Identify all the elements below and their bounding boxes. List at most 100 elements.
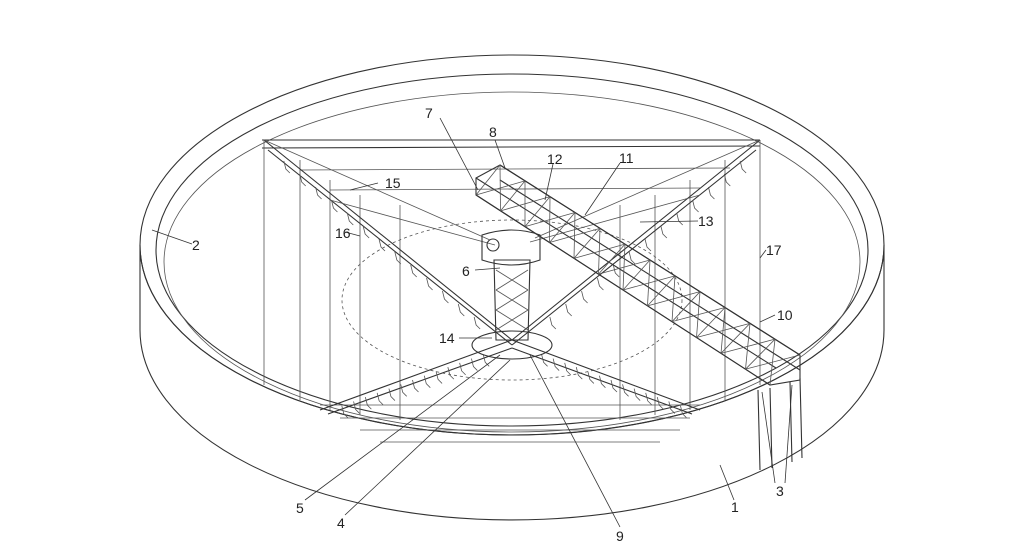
rake-tooth	[378, 238, 386, 252]
truss-member	[745, 323, 751, 370]
rake-tooth	[394, 251, 402, 265]
truss-member	[671, 291, 701, 322]
truss-member	[524, 196, 551, 227]
rake-tooth	[362, 225, 370, 239]
rake-tooth	[549, 316, 557, 330]
label-4: 4	[337, 515, 345, 531]
truss-member	[769, 339, 776, 386]
rake-tooth	[628, 251, 636, 265]
rake-tooth	[676, 212, 683, 226]
rake-tooth	[644, 238, 652, 252]
rake-tooth	[412, 379, 419, 393]
truss-member	[598, 243, 626, 275]
rake-tooth	[364, 397, 372, 410]
tank-inner-wall	[163, 91, 861, 433]
rake-tooth	[633, 388, 641, 401]
truss-member	[745, 338, 776, 370]
rake-tooth	[447, 367, 455, 380]
rake-tooth	[459, 362, 466, 376]
label-15: 15	[385, 175, 401, 191]
rake-tooth	[692, 199, 699, 213]
part-labels: 1 2 3 4 5 6 7 8 9 10 11 12 13 14 15 16 1…	[192, 105, 793, 544]
tank-wall	[139, 54, 885, 521]
rake-tooth	[552, 358, 560, 371]
rake-tooth	[723, 173, 731, 187]
truss-member	[622, 244, 626, 291]
rake-tooth	[388, 388, 396, 401]
label-16: 16	[335, 225, 351, 241]
truss-bridge	[475, 164, 801, 386]
rake-tooth	[482, 354, 490, 367]
rake-tooth	[473, 316, 481, 330]
rake-tooth	[708, 186, 715, 200]
label-17: 17	[766, 242, 782, 258]
rake-tooth	[400, 384, 407, 397]
rake-tooth	[645, 392, 652, 406]
truss-member	[720, 323, 751, 354]
label-3: 3	[776, 483, 784, 499]
label-8: 8	[489, 124, 497, 140]
truss-member	[499, 164, 501, 211]
truss-member	[500, 180, 526, 212]
rake-tooth	[575, 367, 583, 380]
rake-tooth	[283, 160, 291, 174]
truss-member	[720, 307, 726, 354]
central-column	[471, 229, 553, 360]
rake-tooth	[376, 392, 384, 406]
rake-tooth	[599, 375, 606, 388]
tank-floor-line	[341, 219, 683, 381]
rake-tooth	[680, 405, 687, 418]
truss-member	[696, 307, 726, 338]
leader-lines	[151, 117, 793, 528]
rake-tooth	[423, 375, 431, 388]
label-11: 11	[619, 150, 634, 166]
rake-tooth	[426, 277, 433, 291]
rake-tooth	[610, 379, 618, 393]
rake-tooth	[581, 290, 588, 304]
truss-member	[622, 259, 651, 291]
label-6: 6	[462, 263, 470, 279]
tank-rim-inner	[155, 73, 869, 427]
rake-tooth	[656, 397, 664, 410]
rake-tooth	[341, 405, 349, 418]
label-14: 14	[439, 330, 455, 346]
rake-tooth	[564, 362, 571, 376]
rake-tooth	[353, 401, 360, 414]
truss-member	[573, 228, 601, 259]
rake-tooth	[739, 160, 747, 174]
label-12: 12	[547, 151, 563, 167]
rake-tooth	[457, 303, 465, 317]
truss-member	[549, 196, 551, 243]
rake-tooth	[541, 354, 548, 367]
truss-member	[671, 275, 676, 322]
truss-member	[549, 212, 576, 243]
truss-member	[647, 275, 676, 307]
rake-teeth	[283, 160, 747, 418]
truss-member	[598, 228, 601, 275]
rake-tooth	[660, 225, 668, 239]
rake-tooth	[442, 290, 449, 304]
bridge-frame	[261, 139, 761, 443]
rake-tooth	[612, 264, 620, 278]
label-2: 2	[192, 237, 200, 253]
label-7: 7	[425, 105, 433, 121]
rake-arms	[263, 139, 761, 415]
truss-member	[696, 291, 701, 338]
rake-tooth	[622, 384, 629, 397]
tank-outer-side	[139, 244, 885, 521]
rake-tooth	[331, 199, 338, 213]
label-5: 5	[296, 500, 304, 516]
truss-member	[573, 212, 576, 259]
label-9: 9	[616, 528, 624, 544]
rake-tooth	[565, 303, 572, 317]
rake-tooth	[471, 358, 478, 371]
truss-member	[647, 259, 651, 306]
label-13: 13	[698, 213, 714, 229]
label-1: 1	[731, 499, 739, 515]
rake-tooth	[346, 212, 354, 226]
truss-member	[475, 164, 501, 196]
overflow-channel	[757, 377, 803, 471]
label-10: 10	[777, 307, 793, 323]
